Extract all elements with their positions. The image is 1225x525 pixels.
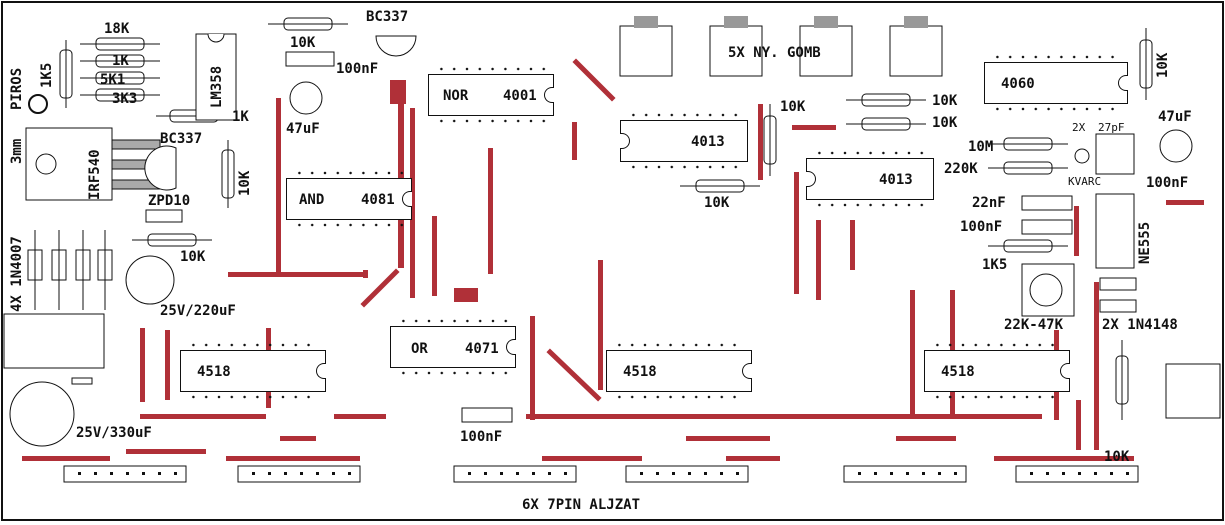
cap-47uf-right [1159, 129, 1193, 163]
piros-led [28, 94, 48, 114]
label-220k: 220K [944, 161, 978, 177]
label-irf540: IRF540 [87, 149, 103, 200]
label-10k-a: 10K [780, 99, 806, 115]
label-1k-b: 1K [232, 109, 249, 125]
label-1k5-b: 1K5 [982, 257, 1008, 273]
label-2x-1n4148: 2X 1N4148 [1102, 317, 1178, 333]
label-10k-b: 10K [932, 93, 958, 109]
label-27pf: 27pF [1098, 121, 1125, 134]
chip-4060-part: 4060 [1001, 76, 1035, 92]
chip-4518-a: 4518 [180, 343, 326, 399]
label-10m: 10M [968, 139, 994, 155]
chip-or-name: OR [411, 341, 428, 357]
socket-pins [78, 472, 1129, 475]
smd-parts [390, 80, 478, 302]
7pin-sockets [63, 465, 1139, 483]
label-3mm: 3mm [9, 138, 25, 164]
label-6x-7pin-aljzat: 6X 7PIN ALJZAT [522, 497, 641, 513]
chip-nor-part: 4001 [503, 88, 537, 104]
diodes-1n4007 [27, 249, 113, 281]
label-10k-bottom: 10K [1104, 449, 1130, 465]
label-piros: PIROS [9, 67, 25, 110]
chip-4518-b-part: 4518 [623, 364, 657, 380]
chip-nor-name: NOR [443, 88, 469, 104]
label-ne555: NE555 [1137, 221, 1153, 264]
bc337-top-body [375, 35, 417, 57]
label-bc337-top: BC337 [366, 9, 409, 25]
label-2x: 2X [1072, 121, 1086, 134]
cap-330uf [9, 381, 75, 447]
label-10k-mid: 10K [180, 249, 206, 265]
label-4x-1n4007: 4X 1N4007 [9, 236, 25, 312]
cap-47uf-left [289, 81, 323, 115]
label-47uf-right: 47uF [1158, 109, 1192, 125]
label-10k-right: 10K [1155, 52, 1171, 78]
label-5k1: 5K1 [100, 72, 126, 88]
chip-4013-a: 4013 [620, 113, 748, 169]
label-47uf-left: 47uF [286, 121, 320, 137]
chip-4518-b: 4518 [606, 343, 752, 399]
cap-220uf [125, 255, 175, 305]
chip-4518-a-part: 4518 [197, 364, 231, 380]
label-10k-4013: 10K [704, 195, 730, 211]
label-bc337-left: BC337 [160, 131, 203, 147]
chip-or-part: 4071 [465, 341, 499, 357]
chip-4518-c-part: 4518 [941, 364, 975, 380]
chip-and-name: AND [299, 192, 325, 208]
label-100nf-bottom: 100nF [460, 429, 503, 445]
label-3k3: 3K3 [112, 91, 138, 107]
push-buttons [619, 25, 943, 77]
kvarc-crystal [1074, 148, 1090, 164]
label-25v-220uf: 25V/220uF [160, 303, 236, 319]
label-22k-47k: 22K-47K [1004, 317, 1064, 333]
chip-and-4081: AND 4081 [286, 171, 412, 227]
ceramic-caps [285, 51, 1137, 423]
right-connector [1165, 363, 1221, 419]
label-zpd10: ZPD10 [148, 193, 191, 209]
diagonal-traces [360, 58, 616, 402]
label-1k5: 1K5 [39, 62, 55, 88]
bc337-left-body [144, 145, 177, 191]
chip-4013-b-part: 4013 [879, 172, 913, 188]
zpd10-diode [145, 209, 183, 223]
label-10k-left: 10K [237, 170, 253, 196]
chip-and-part: 4081 [361, 192, 395, 208]
label-18k: 18K [104, 21, 130, 37]
ne555-chip [1095, 193, 1135, 269]
chip-4013-a-part: 4013 [691, 134, 725, 150]
label-1k-a: 1K [112, 53, 129, 69]
label-25v-330uf: 25V/330uF [76, 425, 152, 441]
label-10k-c: 10K [932, 115, 958, 131]
label-lm358: LM358 [209, 65, 225, 108]
label-5x-ny-gomb: 5X NY. GOMB [728, 45, 821, 61]
power-connector [3, 313, 105, 369]
irf540-transistor [25, 127, 161, 201]
chip-nor-4001: NOR 4001 [428, 67, 554, 123]
chip-or-4071: OR 4071 [390, 319, 516, 375]
lm358-chip [195, 33, 237, 121]
label-100nf-right: 100nF [1146, 175, 1189, 191]
chip-4060: 4060 [984, 55, 1128, 111]
chip-4518-c: 4518 [924, 343, 1070, 399]
label-100nf-ne555: 100nF [960, 219, 1003, 235]
label-10k-top: 10K [290, 35, 316, 51]
label-100nf-top: 100nF [336, 61, 379, 77]
label-kvarc: KVARC [1068, 175, 1102, 188]
potentiometer [1021, 263, 1075, 317]
label-22nf: 22nF [972, 195, 1006, 211]
chip-4013-b: 4013 [806, 151, 934, 207]
